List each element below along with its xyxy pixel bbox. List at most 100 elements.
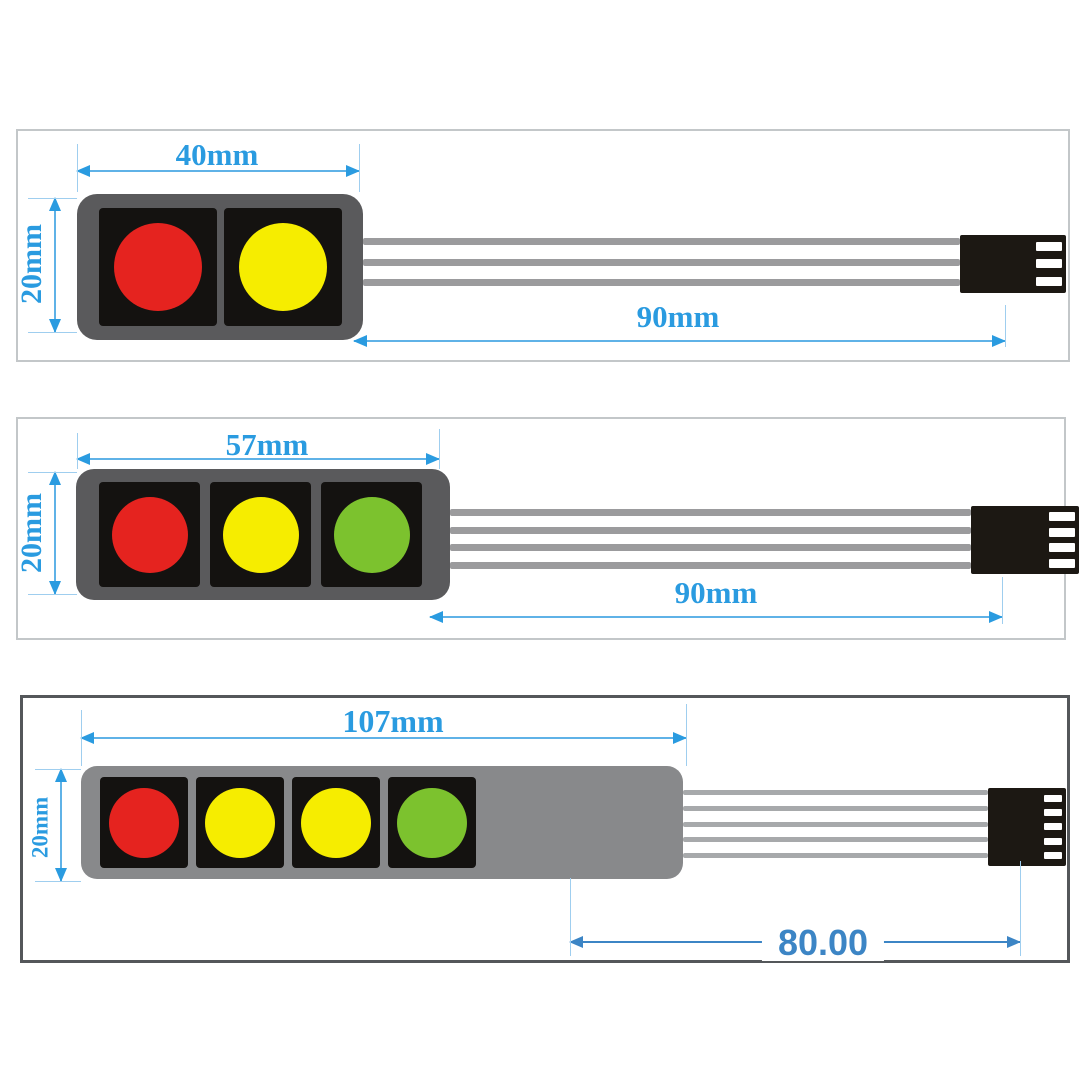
- connector-pin-slot: [1044, 823, 1062, 831]
- connector-pin-slot: [1049, 558, 1075, 568]
- ribbon-wire: [450, 544, 971, 552]
- ribbon-wire: [450, 561, 971, 569]
- panel-three-button-keypad: 57mm 20mm 90mm: [15, 417, 1079, 640]
- width-dimension-line: [80, 732, 687, 744]
- arrow-up-icon: [55, 768, 67, 782]
- keys-row: [100, 777, 484, 868]
- connector-pin-slot: [1044, 837, 1062, 845]
- key-red-button: [100, 777, 188, 868]
- ribbon-cable: [363, 238, 960, 286]
- arrow-up-icon: [49, 197, 61, 211]
- yellow-button-circle: [301, 787, 371, 858]
- ribbon-wire: [363, 238, 960, 245]
- extension-line: [35, 881, 81, 882]
- connector-pin-slots: [1036, 238, 1062, 290]
- height-dimension-line: [49, 471, 61, 595]
- connector-pin-slots: [1049, 509, 1075, 571]
- red-button-circle: [111, 496, 188, 573]
- arrow-down-icon: [49, 581, 61, 595]
- height-dimension-label: 20mm: [27, 796, 53, 859]
- key-green-button: [388, 777, 476, 868]
- dupont-connector: [988, 788, 1066, 866]
- height-dimension-line: [55, 768, 67, 882]
- connector-pin-slot: [1044, 794, 1062, 802]
- arrow-left-icon: [76, 165, 90, 177]
- connector-pin-slot: [1049, 543, 1075, 553]
- cable-dimension-line: [353, 335, 1006, 347]
- ribbon-wire: [683, 837, 988, 843]
- arrow-right-icon: [346, 165, 360, 177]
- connector-pin-slot: [1036, 259, 1062, 269]
- key-yellow-button: [210, 482, 311, 587]
- cable-length-label: 90mm: [636, 299, 720, 334]
- ribbon-wire: [363, 279, 960, 286]
- keys-row: [99, 482, 432, 587]
- ribbon-wire: [450, 509, 971, 516]
- width-dimension-line: [76, 453, 440, 465]
- ribbon-wire: [450, 526, 971, 534]
- red-button-circle: [109, 787, 179, 858]
- ribbon-wire: [363, 258, 960, 266]
- extension-line: [81, 710, 82, 766]
- yellow-button-circle: [239, 223, 327, 311]
- extension-line: [28, 472, 77, 473]
- connector-pin-slot: [1036, 242, 1062, 252]
- arrow-up-icon: [49, 471, 61, 485]
- extension-line: [686, 704, 687, 766]
- panel-two-button-keypad: 40mm 20mm 90mm: [15, 129, 1070, 362]
- extension-line: [1005, 305, 1006, 347]
- ribbon-cable: [683, 790, 988, 858]
- extension-line: [359, 144, 360, 192]
- yellow-button-circle: [222, 496, 299, 573]
- panel-four-button-keypad: 107mm 20mm 80.00: [20, 695, 1070, 963]
- key-red-button: [99, 482, 200, 587]
- key-yellow-button: [224, 208, 342, 326]
- ribbon-wire: [683, 821, 988, 827]
- arrow-right-icon: [989, 611, 1003, 623]
- keypad-body: [81, 766, 683, 879]
- width-dimension-line: [76, 165, 360, 177]
- red-button-circle: [114, 223, 202, 311]
- height-dimension-line: [49, 197, 61, 333]
- arrow-right-icon: [1007, 936, 1021, 948]
- yellow-button-circle: [205, 787, 275, 858]
- cable-length-label: 80.00: [761, 925, 885, 961]
- extension-line: [28, 198, 77, 199]
- extension-line: [77, 144, 78, 192]
- arrow-right-icon: [992, 335, 1006, 347]
- cable-dimension-line: [429, 611, 1003, 623]
- arrow-down-icon: [49, 319, 61, 333]
- arrow-right-icon: [673, 732, 687, 744]
- arrow-right-icon: [426, 453, 440, 465]
- key-yellow-button: [292, 777, 380, 868]
- key-green-button: [321, 482, 422, 587]
- connector-pin-slot: [1044, 809, 1062, 817]
- arrow-left-icon: [429, 611, 443, 623]
- keys-row: [99, 208, 349, 326]
- keypad-body: [76, 469, 450, 600]
- width-dimension-label: 57mm: [225, 427, 309, 462]
- ribbon-wire: [683, 805, 988, 811]
- arrow-left-icon: [80, 732, 94, 744]
- arrow-left-icon: [353, 335, 367, 347]
- extension-line: [77, 433, 78, 469]
- green-button-circle: [397, 787, 467, 858]
- extension-line: [28, 594, 77, 595]
- connector-pin-slots: [1044, 791, 1062, 863]
- key-red-button: [99, 208, 217, 326]
- dupont-connector: [971, 506, 1079, 574]
- connector-pin-slot: [1044, 852, 1062, 860]
- connector-pin-slot: [1049, 527, 1075, 537]
- extension-line: [570, 878, 571, 956]
- key-yellow-button: [196, 777, 284, 868]
- arrow-left-icon: [76, 453, 90, 465]
- height-dimension-label: 20mm: [15, 224, 48, 304]
- extension-line: [35, 769, 81, 770]
- connector-pin-slot: [1036, 276, 1062, 286]
- green-button-circle: [333, 496, 410, 573]
- width-dimension-label: 40mm: [175, 137, 259, 172]
- cable-length-label: 90mm: [674, 575, 758, 610]
- connector-pin-slot: [1049, 512, 1075, 522]
- arrow-down-icon: [55, 868, 67, 882]
